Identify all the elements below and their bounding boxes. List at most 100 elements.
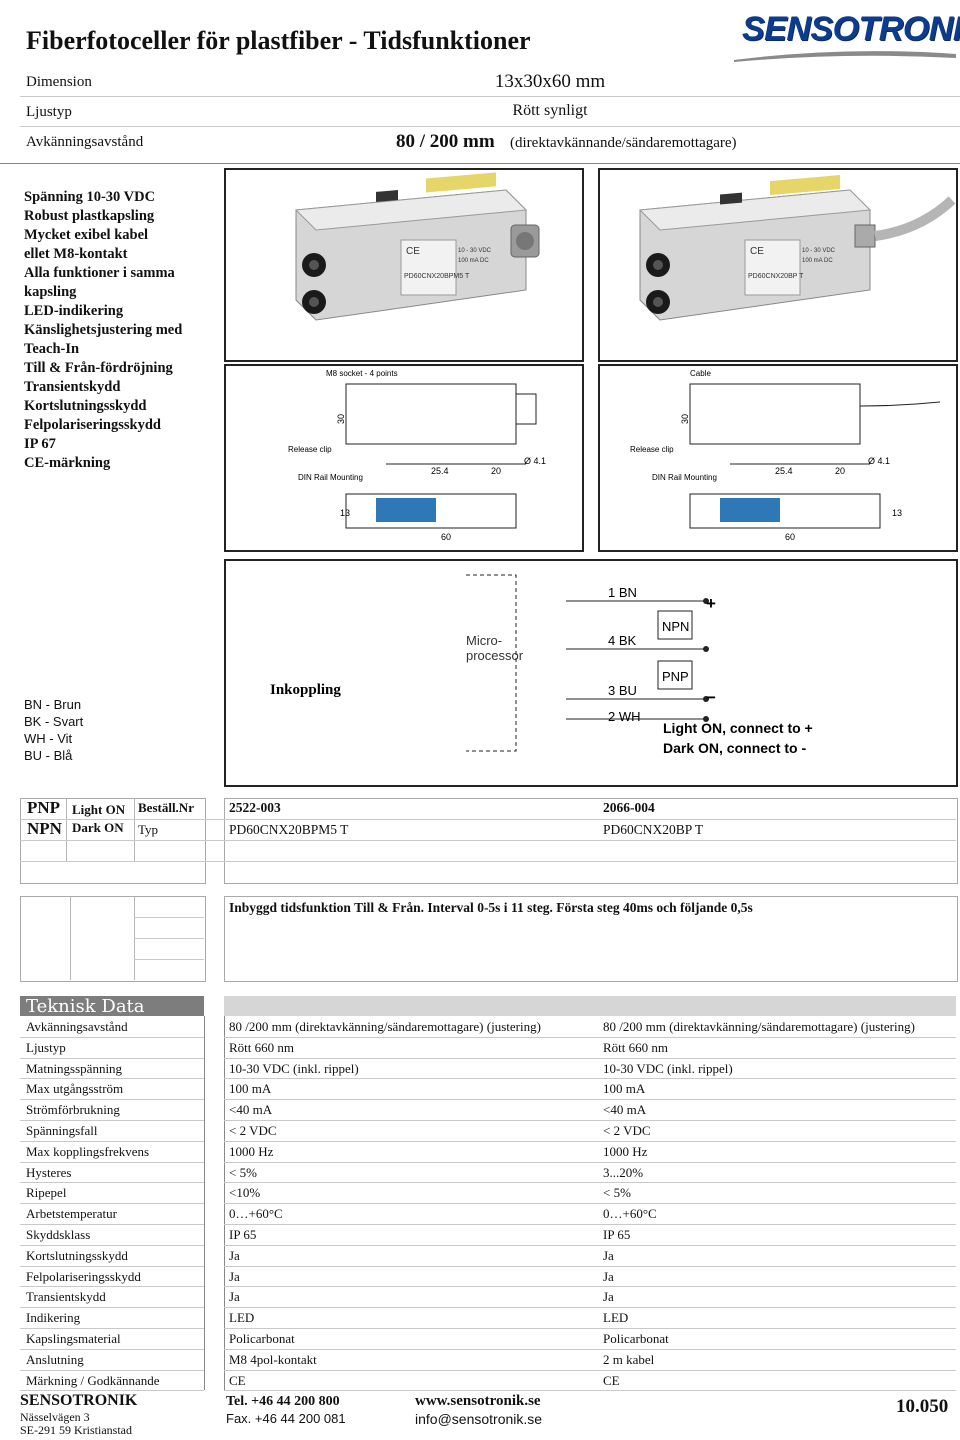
page-title: Fiberfotoceller för plastfiber - Tidsfun… [26,26,531,55]
dim-60: 60 [785,532,795,542]
tech-row-value-1: 100 mA [229,1081,272,1097]
row-divider [20,1244,204,1246]
tech-row-label: Felpolariseringsskydd [26,1268,141,1284]
tech-row-value-1: < 2 VDC [229,1123,277,1138]
row-divider [20,1119,204,1121]
dim-13: 13 [340,508,350,518]
tech-row-value-2: Ja [603,1247,614,1263]
feature-item: kapsling [24,284,77,300]
row-divider [20,1161,204,1163]
legend-item: BN - Brun [24,697,82,712]
feature-item: Robust plastkapsling [24,208,155,224]
row-divider [20,1327,204,1329]
dimension-drawing-right: Cable 30 Release clip DIN Rail Mounting … [598,364,958,552]
tech-row-value-1: CE [229,1372,246,1388]
brand-logo: SENSOTRONIK [742,10,960,48]
header-divider [0,163,960,164]
bestall-label: Beställ.Nr [138,800,194,815]
row-divider [224,1161,956,1163]
feature-item: Mycket exibel kabel [24,227,149,243]
row-divider [224,1265,956,1267]
row-divider [20,1182,204,1184]
tech-row: Ripepel<10%< 5% [0,1183,960,1205]
tech-row-label: Max kopplingsfrekvens [26,1143,150,1159]
footer-web-link[interactable]: www.sensotronik.se [415,1393,541,1409]
legend-item: BK - Svart [24,714,84,729]
tech-row-value-1: LED [229,1310,255,1326]
tech-row-value-1: <10% [229,1185,261,1201]
tech-heading-fill [224,996,956,1016]
tech-row-label: Kortslutningsskydd [26,1247,128,1263]
sensor-illustration: PD60CNX20BP T CE 10 - 30 VDC 100 mA DC [638,175,956,321]
tech-row-value-2: 3...20% [603,1164,644,1180]
tech-row-value-2: 1000 Hz [603,1143,648,1159]
feature-item: CE-märkning [24,455,111,471]
order-typ-2: PD60CNX20BP T [603,822,704,837]
minus-sign: − [706,688,716,707]
tech-row-value-1: 0…+60°C [229,1206,283,1222]
dimension-row: Dimension 13x30x60 mm [20,68,960,97]
row-divider [20,1265,204,1267]
tech-row-value-2: Policarbonat [603,1331,669,1346]
tech-row-label: Märkning / Godkännande [26,1372,160,1388]
tech-row-label: Spänningsfall [26,1123,98,1138]
wiring-title: Inkoppling [270,682,341,698]
tech-row-value-2: 0…+60°C [603,1206,657,1222]
feature-item: Spänning 10-30 VDC [24,189,156,205]
row-divider [224,1036,956,1038]
row-divider [224,1099,956,1101]
tech-row-value-1: <40 mA [229,1102,273,1118]
feature-item: Felpolariseringsskydd [24,417,161,433]
drawing-note: M8 socket - 4 points [326,369,398,378]
wire-color-legend: BN - Brun BK - Svart WH - Vit BU - Blå [24,696,83,764]
light-on-label: Light ON [72,802,126,817]
range-note: (direktavkännande/sändaremottagare) [510,135,737,151]
tech-row-label: Strömförbrukning [26,1102,120,1118]
tech-row-value-1: Policarbonat [229,1331,295,1346]
dimension-label: Dimension [26,74,92,90]
din-rail-label: DIN Rail Mounting [652,473,717,482]
din-rail-label: DIN Rail Mounting [298,473,363,482]
feature-item: Transientskydd [24,379,121,395]
row-divider [224,1390,956,1392]
dark-on-note: Dark ON, connect to - [663,740,806,756]
feature-item: ellet M8-kontakt [24,246,128,262]
ljustyp-value: Rött synligt [512,102,588,119]
tech-row-label: Indikering [26,1310,81,1326]
row-divider [20,1390,204,1392]
typ-label: Typ [138,822,159,837]
row-divider [224,1203,956,1205]
range-row: Avkänningsavstånd 80 / 200 mm (direktavk… [20,128,960,156]
row-divider [224,1057,956,1059]
plus-sign: + [706,594,716,613]
row-divider [20,1307,204,1309]
dimension-drawing-left: M8 socket - 4 points 30 Release clip DIN… [224,364,584,552]
tech-row-value-2: 80 /200 mm (direktavkänning/sändaremotta… [603,1019,915,1034]
feature-item: LED-indikering [24,303,124,319]
range-label: Avkänningsavstånd [26,134,144,150]
row-divider [224,1244,956,1246]
footer-email-link[interactable]: info@sensotronik.se [415,1411,543,1427]
row-divider [20,1057,204,1059]
row-divider [20,1099,204,1101]
row-divider [224,1140,956,1142]
tech-row-value-1: 80 /200 mm (direktavkänning/sändaremotta… [229,1019,541,1034]
row-divider [224,1119,956,1121]
release-clip-label: Release clip [288,445,332,454]
row-divider [20,1203,204,1205]
dim-30: 30 [680,414,690,424]
order-typ-1: PD60CNX20BPM5 T [229,822,349,837]
row-divider [224,1327,956,1329]
row-divider [224,1348,956,1350]
wire-bu: 3 BU [608,683,637,698]
row-divider [224,1286,956,1288]
pnp-label: PNP [662,669,689,684]
